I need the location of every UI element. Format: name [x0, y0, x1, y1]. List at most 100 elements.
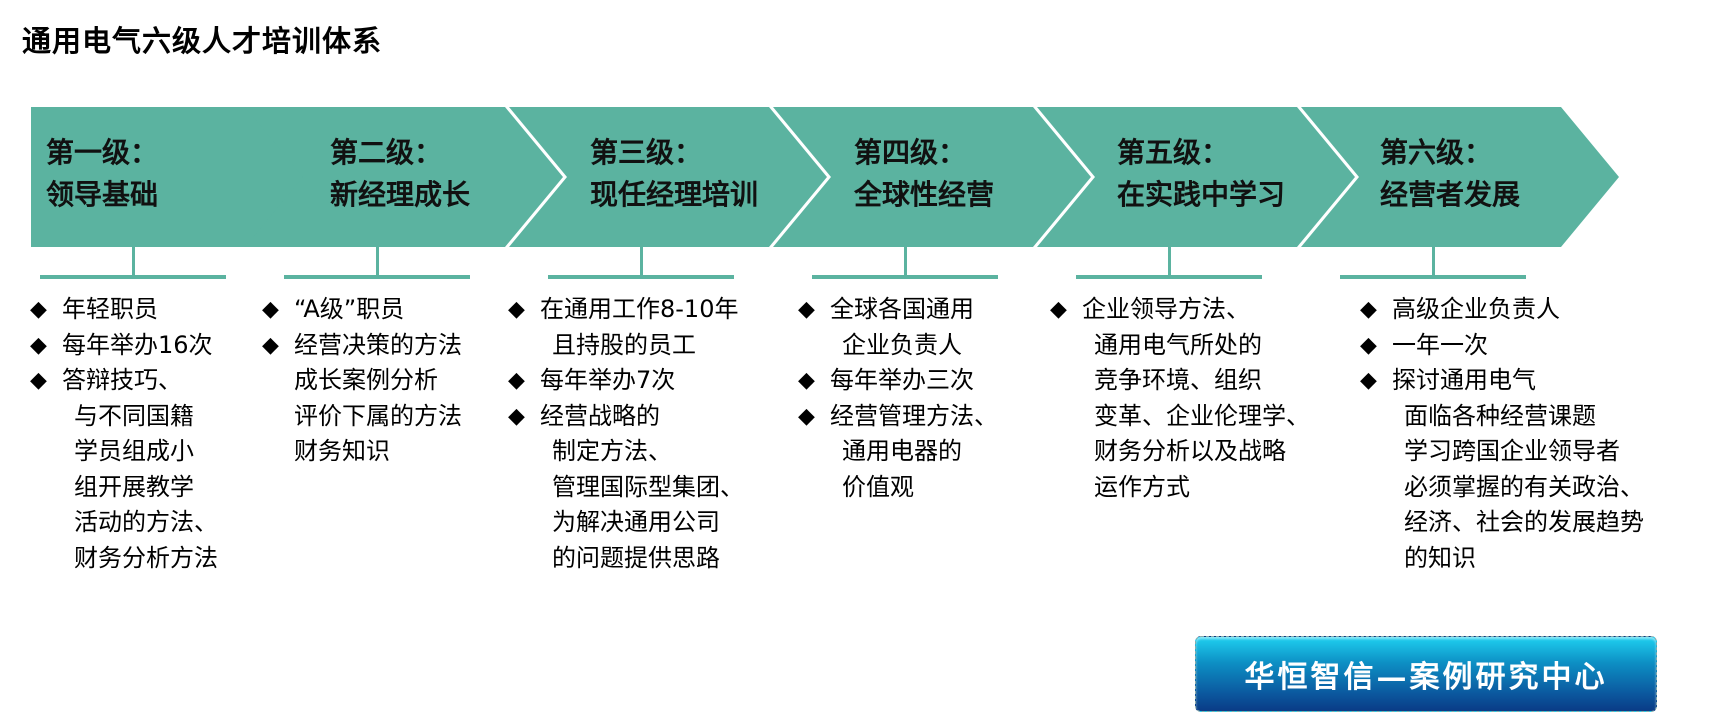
connector-horizontal: [1076, 275, 1262, 279]
diamond-bullet-icon: ◆: [508, 403, 525, 429]
stage-arrow: [509, 107, 827, 247]
stage-details: ◆ “A级”职员◆经营决策的方法成长案例分析评价下属的方法财务知识: [262, 292, 462, 470]
detail-text: 财务分析方法: [74, 543, 218, 572]
detail-text: 每年举办7次: [540, 366, 676, 394]
stage-details: ◆企业领导方法、通用电气所处的竞争环境、组织变革、企业伦理学、财务分析以及战略运…: [1050, 292, 1310, 505]
detail-line: 财务分析以及战略: [1050, 434, 1310, 470]
detail-text: 答辩技巧、: [62, 366, 182, 394]
detail-text: 与不同国籍: [74, 401, 194, 430]
connector-horizontal: [1340, 275, 1526, 279]
detail-text: 变革、企业伦理学、: [1094, 401, 1310, 430]
detail-line: ◆ 每年举办三次: [798, 363, 998, 399]
detail-line: 且持股的员工: [508, 328, 744, 364]
detail-line: 价值观: [798, 470, 998, 506]
detail-line: 通用电气所处的: [1050, 328, 1310, 364]
detail-text: 经营决策的方法: [294, 330, 462, 359]
stage-level: 第二级：: [330, 136, 443, 169]
detail-text: 经济、社会的发展趋势: [1404, 508, 1644, 536]
detail-line: 必须掌握的有关政治、: [1360, 470, 1644, 506]
detail-line: ◆ 全球各国通用: [798, 292, 998, 328]
detail-text: 每年举办三次: [830, 366, 974, 394]
diamond-bullet-icon: ◆: [798, 297, 815, 322]
stage-name: 现任经理培训: [590, 178, 759, 211]
detail-text: 运作方式: [1094, 472, 1190, 501]
detail-line: 为解决通用公司: [508, 505, 744, 541]
detail-line: ◆一年一次: [1360, 328, 1644, 364]
detail-text: 竞争环境、组织: [1094, 366, 1262, 394]
detail-line: ◆ 每年举办7次: [508, 363, 744, 399]
connector-vertical: [640, 247, 643, 275]
detail-text: 且持股的员工: [552, 330, 696, 359]
detail-text: 高级企业负责人: [1392, 295, 1560, 323]
diamond-bullet-icon: ◆: [30, 332, 47, 358]
detail-line: 评价下属的方法: [262, 399, 462, 435]
connector-horizontal: [284, 275, 470, 279]
detail-text: 学员组成小: [74, 437, 194, 465]
stage-label: 第三级： 现任经理培训: [590, 132, 758, 216]
detail-line: ◆ 年轻职员: [30, 292, 218, 328]
page-title: 通用电气六级人才培训体系: [22, 24, 383, 58]
detail-line: 面临各种经营课题: [1360, 399, 1644, 435]
stage-label: 第四级： 全球性经营: [854, 132, 994, 216]
diamond-bullet-icon: ◆: [1360, 368, 1377, 393]
detail-text: 探讨通用电气: [1392, 366, 1536, 394]
detail-text: 财务分析以及战略: [1094, 437, 1286, 465]
diamond-bullet-icon: ◆: [798, 403, 815, 429]
detail-text: 每年举办16次: [62, 330, 213, 359]
detail-line: 学员组成小: [30, 434, 218, 470]
diamond-bullet-icon: ◆: [798, 368, 815, 393]
detail-line: ◆ 每年举办16次: [30, 328, 218, 364]
detail-text: 通用电气所处的: [1094, 330, 1262, 359]
diamond-bullet-icon: ◆: [30, 297, 47, 322]
detail-line: 财务知识: [262, 434, 462, 470]
stage-level: 第六级：: [1380, 136, 1493, 169]
detail-text: 企业负责人: [842, 330, 962, 359]
stage-details: ◆年轻职员◆每年举办16次◆答辩技巧、与不同国籍学员组成小组开展教学活动的方法、…: [30, 292, 218, 576]
detail-line: 运作方式: [1050, 470, 1310, 506]
stage-name: 全球性经营: [854, 178, 995, 211]
detail-line: 与不同国籍: [30, 399, 218, 435]
detail-line: ◆企业领导方法、: [1050, 292, 1310, 328]
detail-line: 财务分析方法: [30, 541, 218, 577]
detail-line: ◆高级企业负责人: [1360, 292, 1644, 328]
diamond-bullet-icon: ◆: [1360, 332, 1377, 358]
stage-level: 第四级：: [854, 136, 967, 169]
stage-arrow: [773, 107, 1091, 247]
stage-level: 第五级：: [1117, 136, 1230, 169]
detail-line: 通用电器的: [798, 434, 998, 470]
detail-text: 在通用工作8-10年: [540, 295, 739, 323]
detail-text: 经营战略的: [540, 401, 660, 430]
detail-text: 财务知识: [294, 437, 390, 465]
detail-line: 竞争环境、组织: [1050, 363, 1310, 399]
detail-line: ◆ 经营战略的: [508, 399, 744, 435]
stage-label: 第二级：新经理成长: [330, 132, 470, 216]
detail-line: 经济、社会的发展趋势: [1360, 505, 1644, 541]
detail-line: 活动的方法、: [30, 505, 218, 541]
detail-text: 评价下属的方法: [294, 401, 462, 430]
detail-text: 价值观: [842, 472, 914, 501]
detail-text: 必须掌握的有关政治、: [1404, 472, 1644, 501]
detail-line: 的知识: [1360, 541, 1644, 577]
logo-banner: 华恒智信—案例研究中心: [1195, 636, 1657, 712]
detail-line: ◆ “A级”职员: [262, 292, 462, 328]
connector-vertical: [904, 247, 907, 275]
detail-text: 制定方法、: [552, 437, 672, 465]
detail-text: 全球各国通用: [830, 295, 974, 323]
connector-horizontal: [40, 275, 226, 279]
stage-name: 在实践中学习: [1117, 178, 1286, 211]
detail-text: 面临各种经营课题: [1404, 401, 1596, 430]
detail-text: 年轻职员: [62, 295, 158, 323]
diamond-bullet-icon: ◆: [508, 368, 525, 393]
stage-label: 第五级： 在实践中学习: [1117, 132, 1285, 216]
diamond-bullet-icon: ◆: [508, 297, 525, 322]
connector-vertical: [132, 247, 135, 275]
stage-name: 领导基础: [46, 178, 159, 211]
detail-line: ◆经营决策的方法: [262, 328, 462, 364]
detail-line: 成长案例分析: [262, 363, 462, 399]
diamond-bullet-icon: ◆: [1050, 297, 1067, 322]
stage-level: 第三级：: [590, 136, 703, 169]
detail-text: 活动的方法、: [74, 508, 218, 536]
connector-vertical: [1432, 247, 1435, 275]
detail-line: ◆经营管理方法、: [798, 399, 998, 435]
